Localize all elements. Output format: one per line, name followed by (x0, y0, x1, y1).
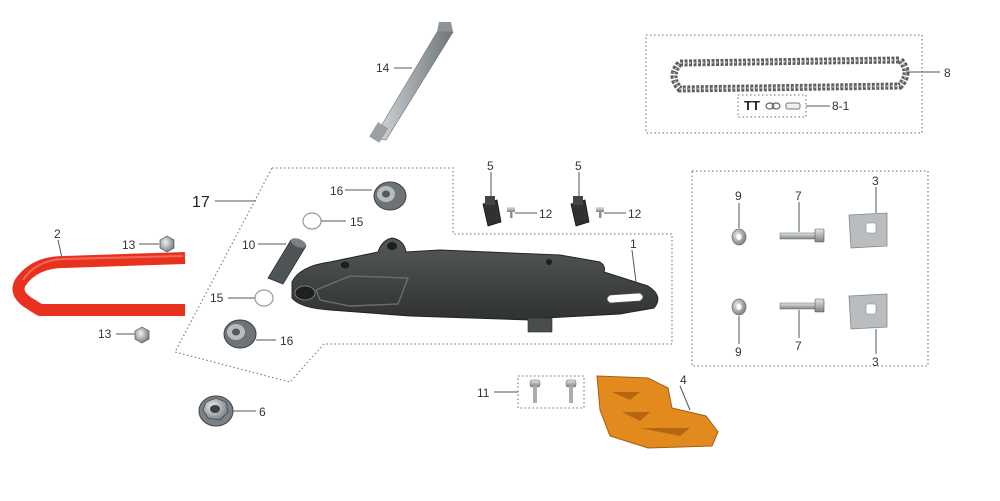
slider-screw-lower (134, 326, 150, 344)
swingarm-assembly-group-outline (174, 167, 673, 383)
callout-16-lower: 16 (280, 334, 294, 348)
callout-1: 1 (630, 237, 637, 251)
guide-bolt-left (529, 379, 541, 403)
callout-2: 2 (54, 227, 61, 241)
chain-slider (12, 252, 186, 316)
callout-7-lower: 7 (795, 339, 802, 353)
callout-8-1: 8-1 (832, 99, 850, 113)
callout-16-upper: 16 (330, 184, 344, 198)
adjuster-block-left (482, 196, 502, 227)
washer-lower (731, 298, 747, 316)
oring-upper (302, 212, 322, 230)
callout-9-lower: 9 (735, 345, 742, 359)
slider-screw-upper (159, 235, 175, 253)
callout-11: 11 (477, 386, 490, 400)
callout-5-right: 5 (575, 159, 582, 173)
callout-10: 10 (242, 238, 256, 252)
small-bolt-right (596, 207, 604, 218)
leader-lines (57, 67, 940, 412)
callout-7-upper: 7 (795, 189, 802, 203)
callout-6: 6 (259, 405, 266, 419)
guide-bolt-right (565, 379, 577, 403)
washer-upper (731, 228, 747, 246)
callout-15-upper: 15 (350, 215, 364, 229)
callout-9-upper: 9 (735, 189, 742, 203)
master-link: TT (744, 98, 801, 113)
adjuster-bolt-lower (779, 298, 825, 313)
callout-5-left: 5 (487, 159, 494, 173)
adjuster-block-right (570, 196, 590, 227)
flange-nut (198, 395, 234, 427)
pivot-sleeve (267, 238, 307, 285)
chain-kit-group-box (645, 34, 923, 134)
callout-13-upper: 13 (122, 238, 136, 252)
callout-17: 17 (192, 194, 210, 211)
callout-15-lower: 15 (210, 291, 224, 305)
callout-3-lower: 3 (872, 355, 879, 369)
callout-8: 8 (944, 66, 951, 80)
drive-chain (670, 56, 910, 93)
chain-guide (596, 375, 719, 449)
master-link-label: TT (744, 98, 760, 113)
callout-4: 4 (680, 373, 687, 387)
swingarm-axle (369, 22, 454, 143)
adjuster-plate-upper (848, 212, 888, 249)
callout-13-lower: 13 (98, 327, 112, 341)
small-bolt-left (507, 207, 515, 218)
adjuster-group-box (691, 170, 929, 367)
adjuster-plate-lower (848, 293, 888, 330)
swingarm (291, 237, 659, 333)
callout-12-left: 12 (539, 207, 553, 221)
callout-12-right: 12 (628, 207, 642, 221)
callout-3-upper: 3 (872, 174, 879, 188)
bearing-upper (373, 181, 407, 211)
callout-14: 14 (376, 61, 390, 75)
adjuster-bolt-upper (779, 228, 825, 243)
oring-lower (254, 289, 274, 307)
master-link-box (737, 94, 807, 118)
bearing-lower (223, 319, 257, 349)
